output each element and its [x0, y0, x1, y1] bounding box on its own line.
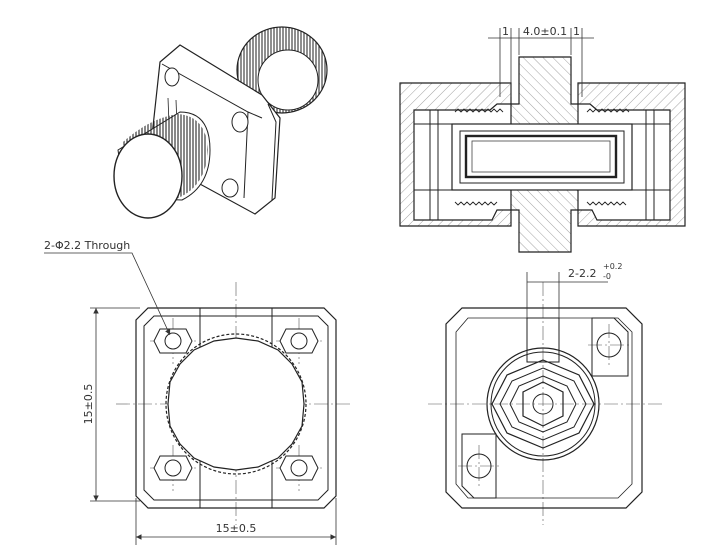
section-body-right: [577, 82, 686, 227]
front-width-label: 15±0.5: [216, 522, 257, 535]
rear-slot: [526, 317, 560, 363]
rear-view: 2-2.2 +0.2 -0: [428, 262, 662, 525]
rear-centerlines: [428, 282, 662, 525]
rear-slot-label: 2-2.2: [568, 267, 596, 280]
front-knurled-knob: [167, 337, 305, 471]
front-mount-hole-tr: [279, 328, 319, 354]
section-view: 1 4.0±0.1 1: [399, 25, 686, 253]
iso-rear-knob: [236, 26, 328, 114]
front-hole-callout: 2-Φ2.2 Through: [44, 239, 130, 252]
front-mount-hole-br: [279, 455, 319, 481]
isometric-view: [113, 26, 328, 219]
section-bores: [414, 110, 670, 220]
rear-boss-bl: [461, 433, 497, 499]
front-height-label: 15±0.5: [82, 384, 95, 425]
rear-boss-tr: [591, 317, 629, 377]
iso-front-knob: [113, 111, 211, 219]
front-width-dim: [135, 498, 337, 545]
rear-outer-square: [445, 307, 643, 509]
rear-hex-inner: [522, 381, 564, 427]
section-dim-left-gap: 1: [502, 25, 509, 38]
section-dimensions: [488, 28, 594, 97]
rear-thread-outer: [486, 347, 600, 461]
section-dim-right-gap: 1: [573, 25, 580, 38]
front-outer-square: [135, 307, 337, 509]
rear-slot-dim: [526, 272, 608, 318]
rear-slot-upper-tol: +0.2: [603, 262, 622, 271]
front-hole-leader: [44, 252, 171, 336]
front-mount-hole-bl: [153, 455, 193, 481]
section-dim-center: 4.0±0.1: [523, 25, 567, 38]
front-view: 2-Φ2.2 Through 15±0.5 15±0.5: [44, 239, 352, 545]
front-mount-hole-tl: [153, 328, 193, 354]
rear-slot-lower-tol: -0: [603, 272, 611, 281]
rear-hex-outer: [491, 359, 595, 449]
section-threads-top: [454, 108, 630, 113]
front-height-dim: [90, 307, 140, 502]
section-threads-bottom: [454, 201, 627, 206]
